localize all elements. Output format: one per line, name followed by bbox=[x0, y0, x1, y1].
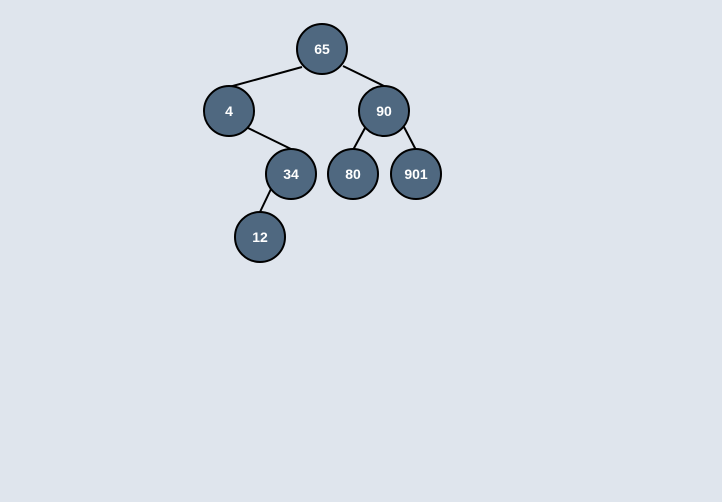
node-label: 901 bbox=[404, 166, 428, 182]
node-circle bbox=[203, 85, 255, 137]
tree-node[interactable]: 901 bbox=[390, 148, 442, 200]
node-label: 80 bbox=[345, 166, 361, 182]
node-circle bbox=[327, 148, 379, 200]
tree-node[interactable]: 65 bbox=[296, 23, 348, 75]
tree-node[interactable]: 90 bbox=[358, 85, 410, 137]
tree-node[interactable]: 34 bbox=[265, 148, 317, 200]
node-circle bbox=[358, 85, 410, 137]
node-label: 12 bbox=[252, 229, 268, 245]
node-label: 90 bbox=[376, 103, 392, 119]
edge-65-90 bbox=[342, 65, 385, 87]
node-label: 4 bbox=[225, 103, 233, 119]
edge-90-901 bbox=[403, 126, 417, 151]
node-circle bbox=[265, 148, 317, 200]
tree-node[interactable]: 80 bbox=[327, 148, 379, 200]
node-label: 65 bbox=[314, 41, 330, 57]
node-circle bbox=[390, 148, 442, 200]
edge-90-80 bbox=[352, 127, 366, 151]
edge-4-34 bbox=[247, 127, 292, 150]
node-circle bbox=[296, 23, 348, 75]
tree-edges bbox=[228, 65, 417, 213]
edge-65-4 bbox=[228, 66, 303, 88]
edge-34-12 bbox=[259, 188, 272, 213]
node-circle bbox=[234, 211, 286, 263]
tree-node[interactable]: 4 bbox=[203, 85, 255, 137]
tree-node[interactable]: 12 bbox=[234, 211, 286, 263]
node-label: 34 bbox=[283, 166, 299, 182]
